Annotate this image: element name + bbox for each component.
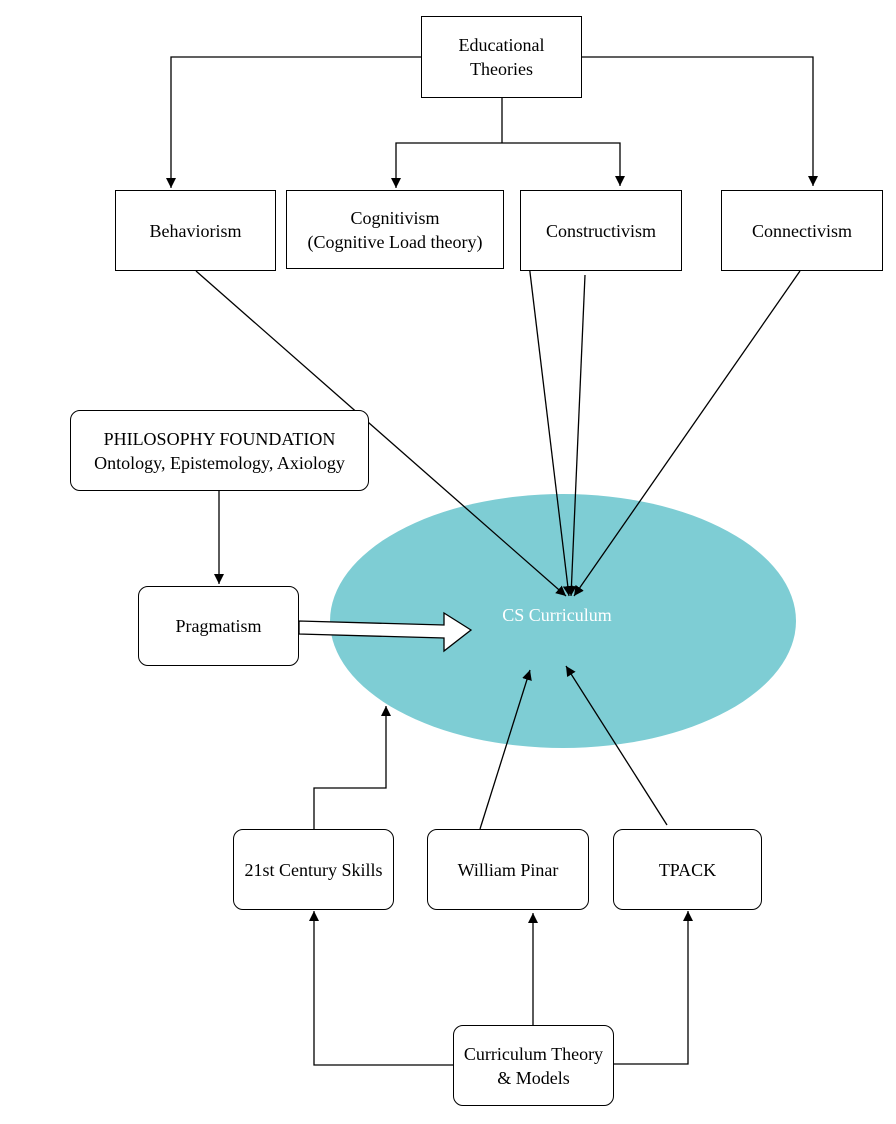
edge-theories-connectivism: [582, 56, 818, 186]
edge-theories-constructivism: [502, 142, 625, 186]
node-constructivism: Constructivism: [520, 190, 682, 271]
edge-theories-behaviorism: [166, 56, 422, 188]
edge-pinar-curriculum: [479, 669, 532, 830]
edge-constructivism-curriculum-b: [566, 274, 586, 597]
node-philosophy-foundation: PHILOSOPHY FOUNDATION Ontology, Epistemo…: [70, 410, 369, 491]
node-curriculum-theory: Curriculum Theory & Models: [453, 1025, 614, 1106]
edge-pragmatism-curriculum: [298, 611, 473, 653]
node-connectivism: Connectivism: [721, 190, 883, 271]
node-cognitivism: Cognitivism (Cognitive Load theory): [286, 190, 504, 269]
cs-curriculum-ellipse: [330, 494, 796, 748]
edge-behaviorism-curriculum: [195, 270, 567, 597]
edge-connectivism-curriculum: [573, 270, 801, 597]
edge-tpack-curriculum: [565, 665, 668, 826]
edge-theories-cognitivism: [391, 142, 502, 188]
cs-curriculum-label: CS Curriculum: [502, 604, 612, 625]
edge-constructivism-curriculum-a: [528, 263, 573, 597]
node-tpack: TPACK: [613, 829, 762, 910]
node-21st-century-skills: 21st Century Skills: [233, 829, 394, 910]
edge-skills-curriculum: [313, 706, 391, 829]
edge-curriculum-theory-skills: [309, 911, 454, 1066]
node-educational-theories: Educational Theories: [421, 16, 582, 98]
edge-curriculum-theory-tpack: [613, 911, 693, 1065]
node-william-pinar: William Pinar: [427, 829, 589, 910]
node-behaviorism: Behaviorism: [115, 190, 276, 271]
node-pragmatism: Pragmatism: [138, 586, 299, 666]
